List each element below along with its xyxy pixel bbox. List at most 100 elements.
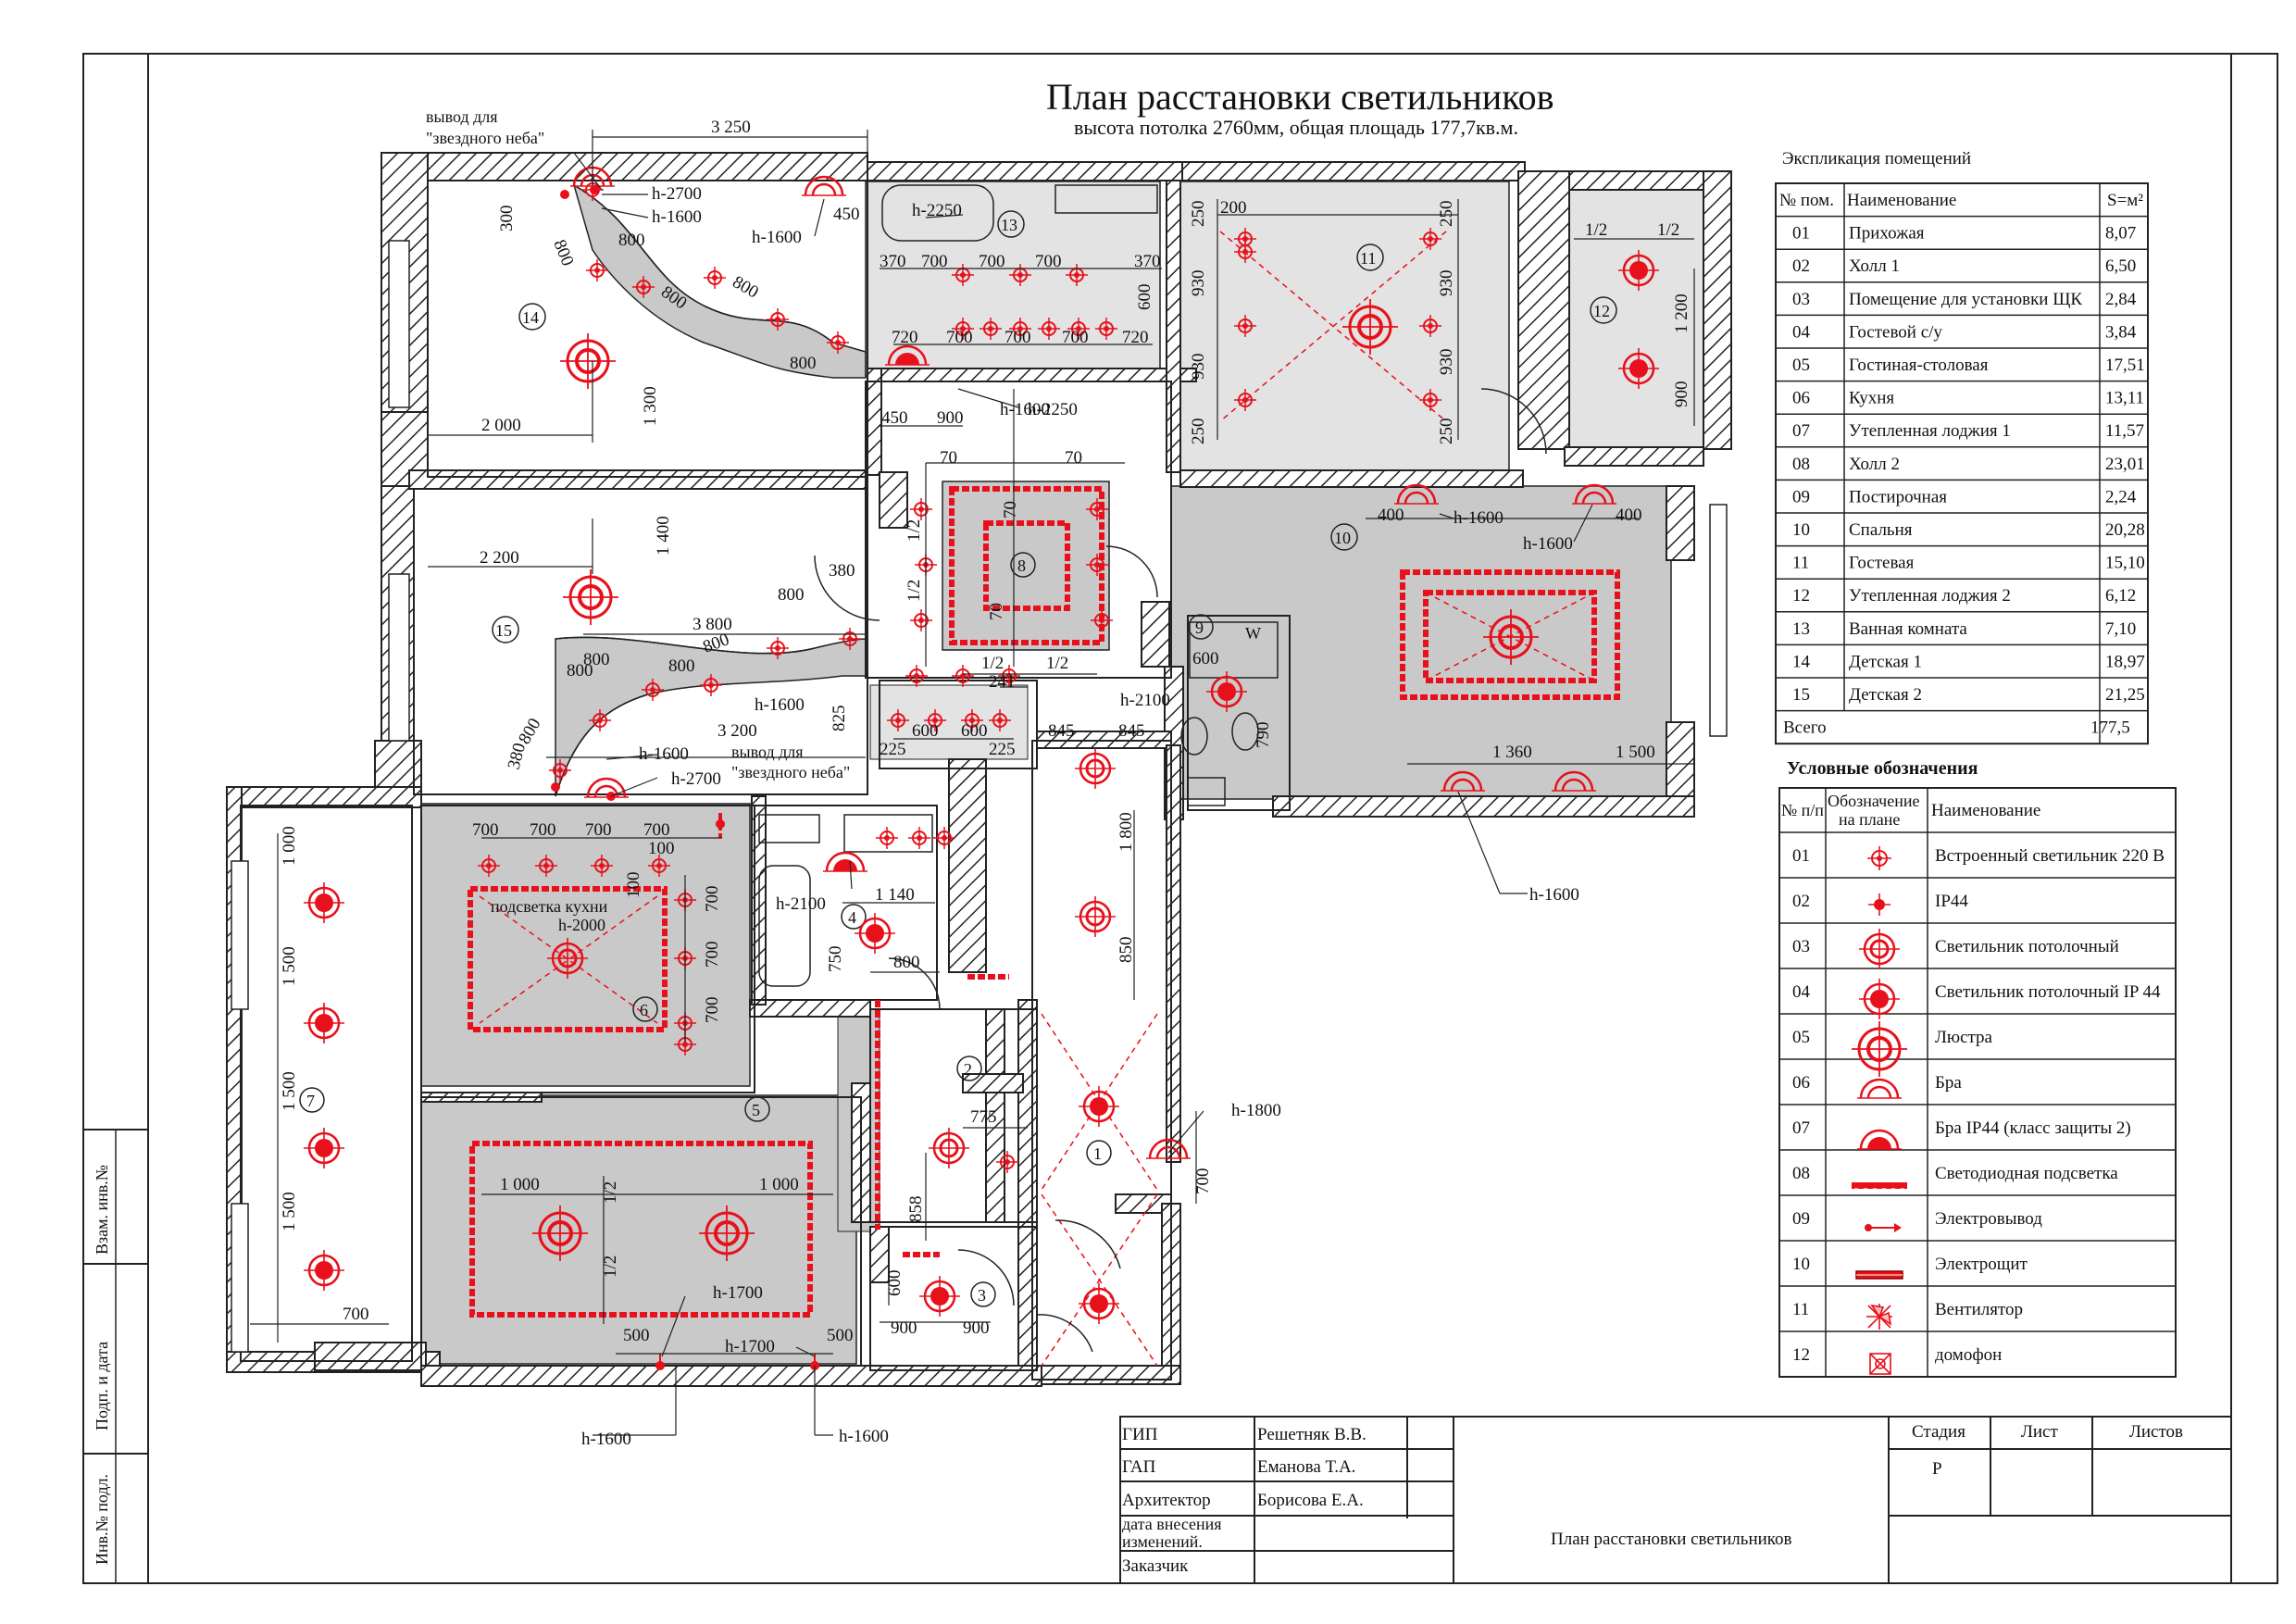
room-number-15: 15: [492, 616, 519, 643]
legend-row-number: 11: [1792, 1300, 1809, 1319]
dim-text: 450: [881, 408, 908, 428]
legend-row-name: Бра: [1935, 1073, 1962, 1093]
stamp-sheets-header: Листов: [2129, 1422, 2183, 1442]
explication-total-value: 177,5: [2090, 718, 2130, 738]
dim-text: 800: [618, 231, 645, 250]
legend-row-number: 10: [1792, 1255, 1810, 1274]
dim-text: 1 000: [500, 1175, 540, 1194]
svg-text:3: 3: [978, 1286, 986, 1305]
builtin-spot-icon: [1091, 609, 1113, 631]
dim-text: 900: [1672, 381, 1691, 408]
explication-header: № пом.: [1779, 191, 1834, 210]
builtin-spot-icon: [1234, 389, 1256, 411]
ceiling-lamp-ip44-icon: [853, 911, 897, 956]
explication-header: Наименование: [1847, 191, 1956, 210]
intercom-icon: [1869, 1353, 1891, 1375]
dim-text: 250: [1437, 201, 1456, 228]
builtin-spot-icon: [924, 709, 946, 731]
dim-text: 700: [343, 1305, 369, 1324]
builtin-spot-icon: [910, 609, 932, 631]
height-labels: h-2700 h-1600 h-1600 h-2250 h-2250 h-160…: [581, 184, 1579, 1449]
page-subtitle: высота потолка 2760мм, общая площадь 177…: [1074, 116, 1518, 139]
explication-room-number: 02: [1792, 256, 1810, 276]
builtin-spot-icon: [1234, 315, 1256, 337]
dim-text: 1 400: [654, 516, 673, 556]
legend-header: Наименование: [1931, 801, 2040, 820]
dim-text: 3 200: [718, 721, 757, 741]
dim-text: 450: [833, 205, 860, 224]
dim-text: 370: [1134, 252, 1161, 271]
explication-room-name: Помещение для установки ЩК: [1849, 290, 2082, 309]
dim-text: 100: [624, 872, 643, 899]
dim-text: 1 200: [1672, 294, 1691, 333]
dim-text: 380: [505, 741, 530, 771]
explication-room-number: 03: [1792, 290, 1810, 309]
height-label: h-1600: [581, 1430, 631, 1449]
explication-room-area: 8,07: [2105, 224, 2136, 244]
legend-title: Условные обозначения: [1787, 758, 1978, 779]
explication-room-number: 05: [1792, 356, 1810, 375]
height-label: h-2250: [1028, 400, 1078, 419]
explication-room-area: 13,11: [2105, 389, 2144, 408]
explication-room-area: 15,10: [2105, 554, 2145, 573]
height-label: h-1800: [1231, 1101, 1281, 1120]
explication-room-number: 15: [1792, 685, 1810, 705]
legend-symbols: [1850, 845, 1909, 1375]
explication-room-name: Прихожая: [1849, 224, 1925, 244]
explication-room-number: 09: [1792, 487, 1810, 506]
dim-text: 930: [1437, 349, 1456, 376]
height-label: h-2100: [776, 894, 826, 914]
room-number-7: 7: [299, 1087, 325, 1113]
dim-text: 70: [940, 448, 957, 468]
builtin-spot-icon: [642, 679, 664, 701]
dim-text: 700: [946, 328, 973, 347]
dim-text: 1 500: [280, 1192, 299, 1231]
dim-text: 1 360: [1492, 743, 1532, 762]
dim-text: 700: [585, 820, 612, 840]
explication-room-name: Гостиная-столовая: [1849, 356, 1989, 375]
legend-row-number: 12: [1792, 1345, 1810, 1365]
stamp-sheet-header: Лист: [2021, 1422, 2058, 1442]
explication-room-name: Спальня: [1849, 520, 1913, 540]
explication-room-number: 12: [1792, 586, 1810, 606]
dim-text: 241: [989, 672, 1016, 692]
height-label: h-1700: [725, 1337, 775, 1356]
wall-lamp-icon: [1855, 1078, 1903, 1100]
builtin-spot-icon: [910, 498, 932, 520]
dim-text: 700: [703, 942, 722, 968]
explication-room-name: Гостевая: [1849, 554, 1915, 573]
dim-text: 1 300: [641, 386, 660, 426]
stamp-role: изменений.: [1122, 1532, 1203, 1551]
legend-header: Обозначение: [1828, 792, 1919, 810]
builtin-220v-icon: [1866, 845, 1892, 871]
dim-text: 775: [970, 1107, 997, 1127]
dim-text: 700: [1035, 252, 1062, 271]
builtin-spot-icon: [908, 827, 930, 849]
stamp-name: Еманова Т.А.: [1257, 1457, 1355, 1477]
stamp-name: Борисова Е.А.: [1257, 1491, 1364, 1510]
side-stamp-replace: Взам. инв.№: [93, 1165, 111, 1255]
dim-text: 200: [1220, 198, 1247, 218]
dim-text: 1 500: [280, 946, 299, 986]
explication-room-name: Детская 1: [1849, 652, 1922, 671]
dim-text: 845: [1048, 721, 1075, 741]
dim-text: 1/2: [905, 580, 924, 602]
dim-text: 1 140: [875, 885, 915, 905]
ceiling-lamp-ip44-icon: [302, 1126, 346, 1170]
explication-room-area: 23,01: [2105, 455, 2145, 474]
dim-text: 1/2: [1585, 220, 1607, 240]
dim-text: 800: [567, 661, 593, 681]
ceiling-zones: [420, 181, 1706, 1365]
svg-text:9: 9: [1195, 618, 1204, 637]
dim-text: 1/2: [905, 519, 924, 542]
explication-room-number: 08: [1792, 455, 1810, 474]
height-label: h-2100: [1120, 691, 1170, 710]
floor-plan: W 1 2 3 4 5 6 7 8 9 10 11 12 13 14: [226, 107, 1732, 1449]
star-sky-callout-line1: вывод для: [731, 743, 804, 761]
legend-row-number: 09: [1792, 1209, 1810, 1229]
svg-text:14: 14: [522, 308, 539, 327]
room-numbers: 1 2 3 4 5 6 7 8 9 10 11 12 13 14 15: [299, 210, 1617, 1307]
stamp-name: Решетняк В.В.: [1257, 1425, 1366, 1444]
kitchen-light-height: h-2000: [558, 916, 605, 934]
